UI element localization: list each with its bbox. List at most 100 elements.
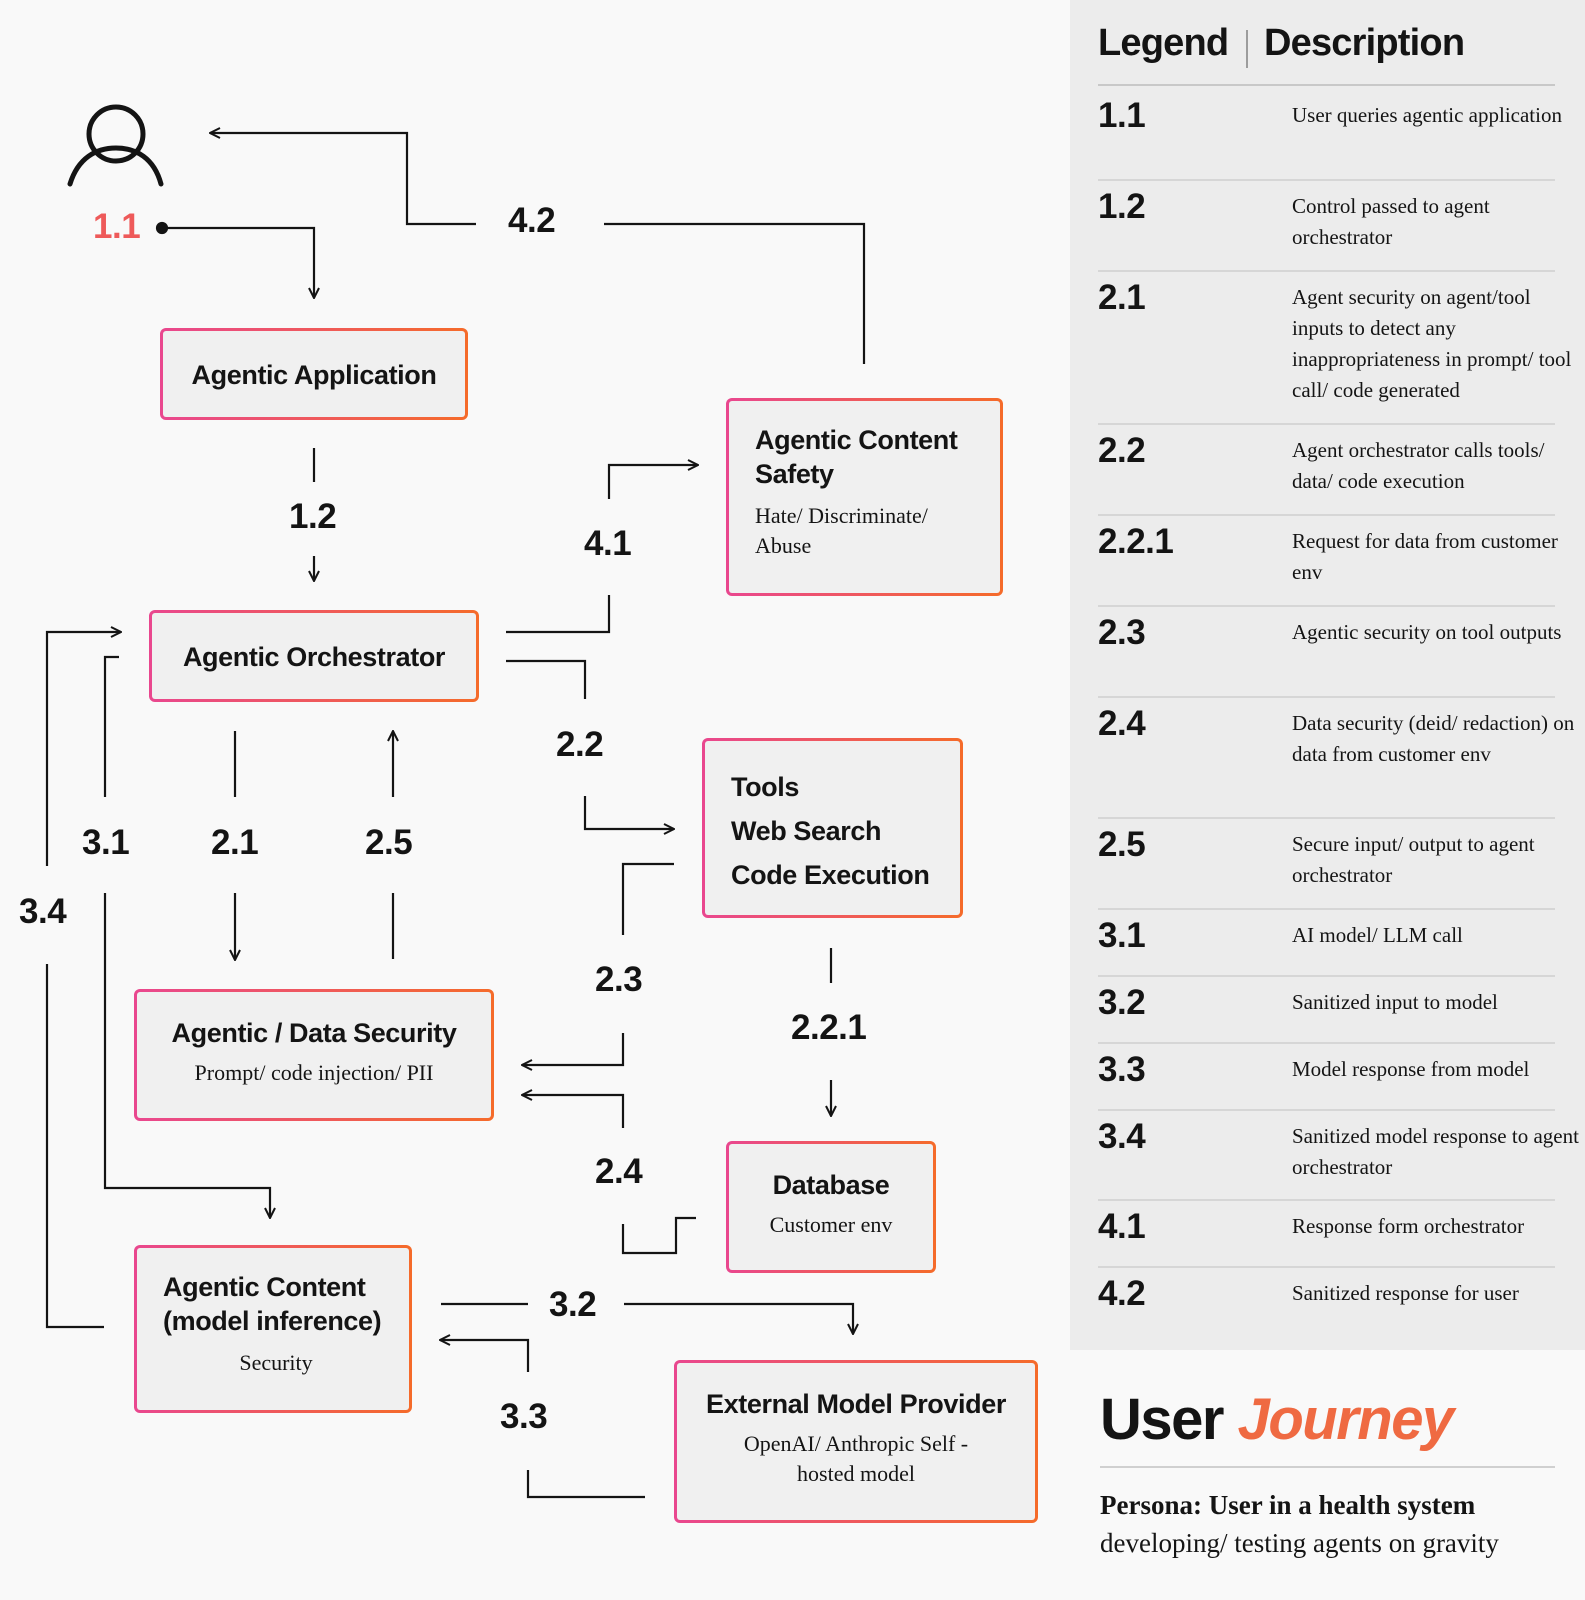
data-security-subtitle: Prompt/ code injection/ PII <box>194 1060 434 1085</box>
legend-step: 2.2.1 <box>1098 522 1174 561</box>
legend-row: 3.3 Model response from model <box>1098 1044 1555 1111</box>
data-security-title: Agentic / Data Security <box>171 1018 457 1048</box>
step-2-4-label: 2.4 <box>595 1152 643 1191</box>
external-model-provider-box: External Model Provider OpenAI/ Anthropi… <box>674 1360 1038 1523</box>
step-3-1-label: 3.1 <box>82 823 130 862</box>
legend-row: 2.2 Agent orchestrator calls tools/ data… <box>1098 425 1555 516</box>
legend-step: 3.2 <box>1098 983 1146 1022</box>
line-4-1-bottom <box>506 595 611 634</box>
model-inference-subtitle: Security <box>239 1350 313 1375</box>
journey-rule <box>1100 1466 1555 1468</box>
legend-step: 2.4 <box>1098 704 1146 743</box>
connector-lines <box>45 104 866 1499</box>
legend-description: Sanitized input to model <box>1292 990 1498 1014</box>
legend-step: 3.3 <box>1098 1050 1146 1089</box>
database-title: Database <box>772 1170 890 1200</box>
legend-description: AI model/ LLM call <box>1292 923 1463 947</box>
legend-description: Data security (deid/ redaction) on data … <box>1292 711 1575 766</box>
legend-row: 3.1 AI model/ LLM call <box>1098 910 1555 977</box>
legend-description: Request for data from customer env <box>1292 529 1558 584</box>
agentic-content-safety-box: Agentic Content Safety Hate/ Discriminat… <box>726 398 1003 596</box>
legend-row: 1.2 Control passed to agent orchestrator <box>1098 181 1555 272</box>
legend-header-separator <box>1246 30 1248 68</box>
legend-description: Agent orchestrator calls tools/ data/ co… <box>1292 438 1545 493</box>
step-2-5-label: 2.5 <box>365 823 413 862</box>
legend-description: Response form orchestrator <box>1292 1214 1525 1238</box>
legend-description: Agent security on agent/tool inputs to d… <box>1292 285 1572 402</box>
database-subtitle: Customer env <box>769 1212 893 1237</box>
persona-description: developing/ testing agents on gravity <box>1100 1528 1499 1558</box>
legend-row: 2.1 Agent security on agent/tool inputs … <box>1098 272 1571 425</box>
step-4-2-label: 4.2 <box>508 201 556 240</box>
step-1-1-label: 1.1 <box>93 207 141 246</box>
legend-step: 4.2 <box>1098 1274 1146 1313</box>
agentic-application-title: Agentic Application <box>191 360 437 390</box>
arrow-4-2 <box>210 133 476 226</box>
arrow-2-3 <box>522 1033 625 1065</box>
arrow-2-4 <box>522 1095 625 1128</box>
step-3-4-label: 3.4 <box>19 892 67 931</box>
persona-label: Persona: User in a health system <box>1100 1490 1476 1520</box>
step-2-2-label: 2.2 <box>556 725 604 764</box>
step-4-1-label: 4.1 <box>584 524 632 563</box>
content-safety-subtitle: Hate/ Discriminate/ Abuse <box>755 503 928 558</box>
line-3-1-top <box>103 655 119 797</box>
user-icon <box>67 104 164 187</box>
web-search-line: Web Search <box>731 816 882 846</box>
legend-panel: Legend Description 1.1 User queries agen… <box>1070 0 1585 1350</box>
legend-row: 4.1 Response form orchestrator <box>1098 1201 1555 1268</box>
agentic-orchestrator-box: Agentic Orchestrator <box>149 610 479 702</box>
model-inference-title: Agentic Content (model inference) <box>163 1272 382 1336</box>
line-3-3-bottom <box>526 1470 645 1499</box>
legend-description: Sanitized model response to agent orches… <box>1292 1124 1579 1179</box>
legend-row: 4.2 Sanitized response for user <box>1098 1268 1555 1335</box>
step-1-2-label: 1.2 <box>289 497 337 536</box>
legend-description: User queries agentic application <box>1292 103 1562 127</box>
agentic-orchestrator-title: Agentic Orchestrator <box>182 642 446 672</box>
user-journey-title: User Journey <box>1100 1386 1454 1453</box>
model-inference-box: Agentic Content (model inference) Securi… <box>134 1245 412 1413</box>
line-2-4-bottom <box>621 1216 696 1255</box>
legend-step: 1.2 <box>1098 187 1146 226</box>
legend-description: Secure input/ output to agent orchestrat… <box>1292 832 1535 887</box>
step-2-2-1-label: 2.2.1 <box>791 1008 867 1047</box>
legend-step: 3.4 <box>1098 1117 1146 1156</box>
content-safety-title: Agentic Content Safety <box>755 425 958 489</box>
line-3-4-bottom <box>45 964 104 1329</box>
legend-description: Sanitized response for user <box>1292 1281 1519 1305</box>
arrow-3-2 <box>624 1302 853 1334</box>
legend-step: 2.1 <box>1098 278 1146 317</box>
arrow-1-1 <box>162 226 314 298</box>
legend-step: 3.1 <box>1098 916 1146 955</box>
arrow-3-4 <box>45 632 121 866</box>
legend-row: 1.1 User queries agentic application <box>1098 90 1562 181</box>
legend-header-rule <box>1098 84 1555 86</box>
arrow-3-3 <box>440 1340 530 1372</box>
flow-diagram: 1.1 4.2 1.2 4.1 2.2 3.1 2.1 2.5 3.4 2.3 … <box>19 104 1038 1523</box>
legend-row: 2.4 Data security (deid/ redaction) on d… <box>1098 698 1574 819</box>
agentic-application-box: Agentic Application <box>160 328 468 420</box>
database-box: Database Customer env <box>726 1141 936 1273</box>
code-execution-line: Code Execution <box>731 860 930 890</box>
legend-description: Model response from model <box>1292 1057 1530 1081</box>
legend-step: 2.3 <box>1098 613 1146 652</box>
legend-row: 2.2.1 Request for data from customer env <box>1098 516 1558 607</box>
external-provider-subtitle: OpenAI/ Anthropic Self - hosted model <box>743 1431 969 1486</box>
legend-row: 2.3 Agentic security on tool outputs <box>1098 607 1561 698</box>
legend-row: 2.5 Secure input/ output to agent orches… <box>1098 819 1555 910</box>
legend-step: 2.5 <box>1098 825 1146 864</box>
legend-step: 2.2 <box>1098 431 1146 470</box>
agentic-data-security-box: Agentic / Data Security Prompt/ code inj… <box>134 989 494 1121</box>
legend-step: 1.1 <box>1098 96 1146 135</box>
title-plain: User <box>1100 1387 1224 1452</box>
tools-box: Tools Web Search Code Execution <box>702 738 963 918</box>
legend-description: Agentic security on tool outputs <box>1292 620 1562 644</box>
step-3-3-label: 3.3 <box>500 1397 548 1436</box>
line-4-2-right <box>604 222 866 364</box>
legend-heading: Legend <box>1098 22 1229 64</box>
description-heading: Description <box>1264 22 1465 64</box>
line-2-3-top <box>621 862 674 935</box>
step-2-1-label: 2.1 <box>211 823 259 862</box>
persona-text: Persona: User in a health system develop… <box>1100 1486 1570 1562</box>
legend-row: 3.4 Sanitized model response to agent or… <box>1098 1111 1579 1201</box>
